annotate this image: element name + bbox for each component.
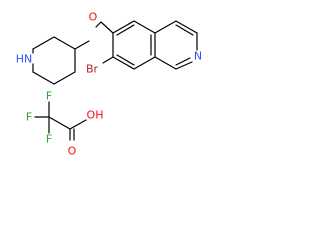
bond <box>175 20 198 34</box>
bond <box>116 54 135 66</box>
bond <box>32 36 55 50</box>
bond <box>74 40 90 50</box>
atom-label-carbonyl-oxygen: O <box>68 145 77 158</box>
atom-label-ether-oxygen: O <box>89 11 98 24</box>
atom-label-fluorine: F <box>46 90 52 103</box>
bond <box>48 116 71 130</box>
bond <box>112 56 135 70</box>
atom-label-hn: HN <box>16 53 33 66</box>
bond <box>154 20 177 34</box>
bond <box>133 20 156 34</box>
bond <box>133 56 156 70</box>
bond <box>102 56 114 64</box>
atom-label-hydroxyl: OH <box>87 109 104 122</box>
piperidine-ring <box>32 36 76 85</box>
bond <box>154 56 177 70</box>
pyridine-ring <box>154 20 198 70</box>
trifluoroacetic-acid <box>34 101 87 141</box>
atom-label-bromine: Br <box>86 63 99 76</box>
benzo-ring <box>112 20 156 70</box>
bond <box>175 57 191 66</box>
bond <box>175 24 194 36</box>
chemical-structure-canvas: HN O Br N OH O F F F <box>0 0 216 173</box>
bond <box>53 36 76 50</box>
bond <box>112 20 135 34</box>
atom-label-fluorine: F <box>46 133 52 146</box>
atom-label-ring-nitrogen: N <box>194 50 202 63</box>
bond <box>32 71 55 85</box>
atom-label-fluorine: F <box>26 111 32 124</box>
bond <box>53 71 76 85</box>
structure-svg: HN O Br N OH O F F F <box>16 11 202 158</box>
bond <box>116 24 135 36</box>
bond <box>100 21 114 34</box>
bond <box>95 21 102 28</box>
bond <box>175 61 193 70</box>
bond <box>69 119 87 130</box>
